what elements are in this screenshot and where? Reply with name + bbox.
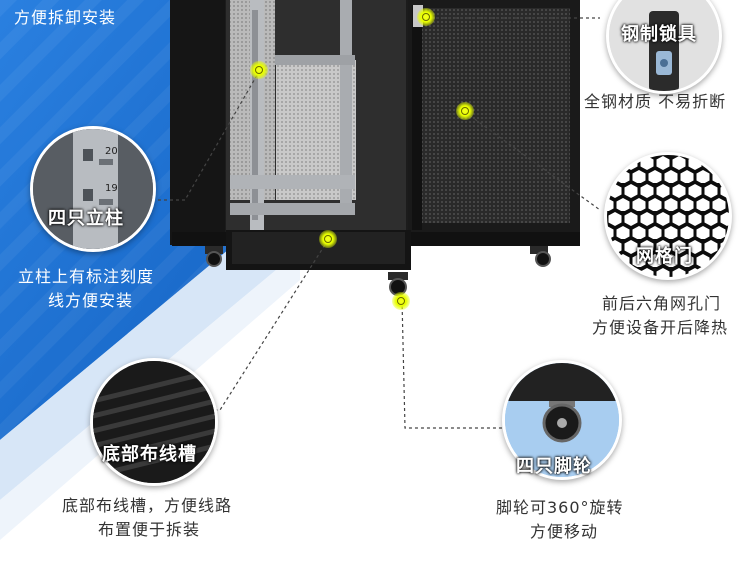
hexagon-mesh-icon bbox=[607, 155, 729, 277]
post-closeup-circle: 20 19 bbox=[30, 126, 156, 252]
lock-desc: 全钢材质 不易折断 bbox=[584, 92, 727, 111]
cable-desc-line2: 布置便于拆装 bbox=[98, 520, 201, 539]
top-left-caption: 方便拆卸安装 bbox=[14, 8, 117, 27]
mesh-desc-line2: 方便设备开后降热 bbox=[592, 318, 729, 337]
lock-highlight-dot bbox=[417, 8, 435, 26]
post-scale-icon: 20 19 bbox=[33, 129, 153, 249]
post-highlight-dot bbox=[250, 61, 268, 79]
post-scale-mark-19: 19 bbox=[105, 183, 118, 194]
post-desc-line2: 线方便安装 bbox=[48, 291, 134, 310]
caster-highlight-dot bbox=[392, 292, 410, 310]
caster-badge: 四只脚轮 bbox=[516, 456, 592, 477]
cable-badge: 底部布线槽 bbox=[102, 444, 197, 465]
lock-closeup-circle bbox=[606, 0, 722, 94]
lock-cylinder-icon bbox=[609, 0, 719, 91]
post-badge: 四只立柱 bbox=[48, 208, 124, 229]
lock-badge: 钢制锁具 bbox=[621, 24, 697, 45]
mesh-badge: 网格门 bbox=[636, 246, 693, 267]
post-desc-line1: 立柱上有标注刻度 bbox=[18, 267, 155, 286]
caster-desc-line2: 方便移动 bbox=[530, 522, 599, 541]
caster-wheel-icon bbox=[505, 363, 619, 477]
cable-tray-closeup-circle bbox=[90, 358, 218, 486]
mesh-closeup-circle bbox=[604, 152, 732, 280]
cable-desc-line1: 底部布线槽，方便线路 bbox=[62, 496, 233, 515]
caster-desc-line1: 脚轮可360°旋转 bbox=[496, 498, 624, 517]
post-scale-mark-20: 20 bbox=[105, 146, 118, 157]
cable-highlight-dot bbox=[319, 230, 337, 248]
mesh-highlight-dot bbox=[456, 102, 474, 120]
caster-closeup-circle bbox=[502, 360, 622, 480]
cable-tray-icon bbox=[93, 361, 215, 483]
mesh-desc-line1: 前后六角网孔门 bbox=[602, 294, 722, 313]
